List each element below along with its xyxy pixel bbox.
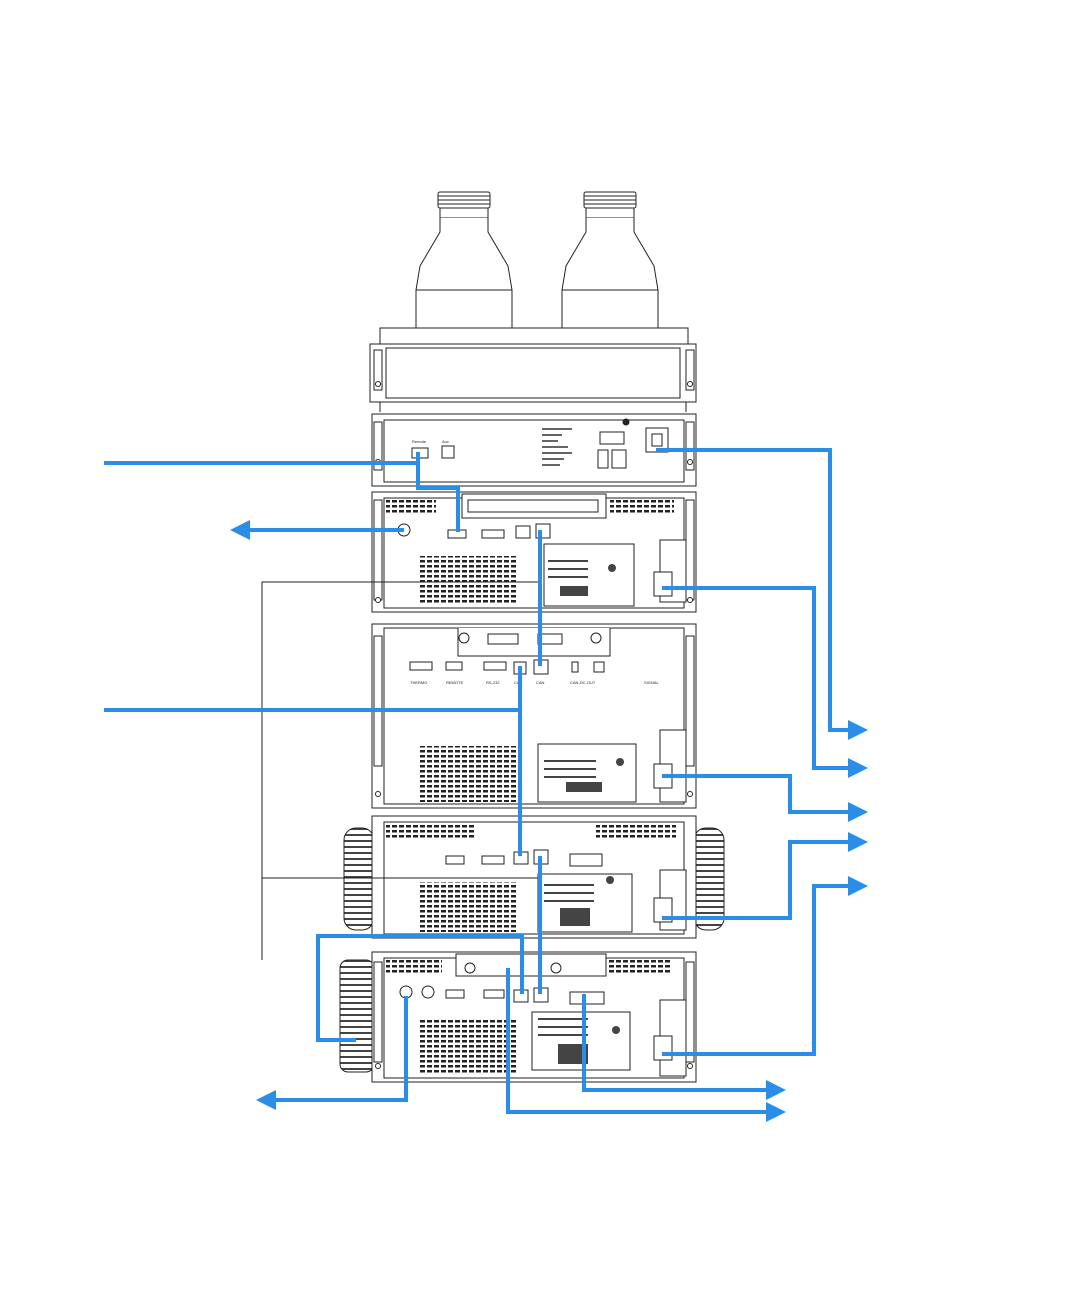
arrowhead-power-degasser	[848, 720, 868, 740]
pump-vent-top-left	[386, 500, 436, 514]
autosampler-port-label-rs232: RS-232	[486, 680, 500, 685]
degasser-port-label-aux: Aux	[442, 439, 449, 444]
arrowhead-detector-output-2	[766, 1102, 786, 1122]
pump-vent-grille	[420, 556, 518, 604]
arrowhead-detector-analog-output	[256, 1090, 276, 1110]
pump-vent-top-right	[610, 500, 674, 514]
column-compartment-heat-exchanger-right	[694, 828, 724, 930]
column-compartment-heat-exchanger-left	[344, 828, 374, 930]
degasser-module	[372, 414, 696, 486]
arrowhead-pump-output	[230, 520, 250, 540]
arrowhead-detector-output-1	[766, 1080, 786, 1100]
detector-vent-top-right	[608, 960, 672, 974]
autosampler-port-label-can-2: CAN	[536, 680, 545, 685]
column-compartment-vent-top-right	[596, 824, 676, 838]
degasser-port-label-remote: Remote	[412, 439, 427, 444]
autosampler-port-label-remote: REMOTE	[446, 680, 463, 685]
solvent-bottle-right-icon	[562, 192, 658, 330]
autosampler-port-label-signal: SIGNAL	[644, 680, 659, 685]
autosampler-vent-grille	[420, 746, 518, 802]
detector-vent-top-left	[386, 960, 442, 974]
solvent-cabinet	[370, 328, 696, 412]
arrowhead-power-column	[848, 832, 868, 852]
solvent-bottle-left-icon	[416, 192, 512, 330]
column-compartment-vent-grille	[420, 882, 518, 932]
arrowhead-power-pump	[848, 758, 868, 778]
autosampler-port-label-thermo: THERMO	[410, 680, 427, 685]
autosampler-port-label-can-dc-out: CAN-DC-OUT	[570, 680, 596, 685]
detector-side-bracket	[340, 960, 374, 1072]
arrowhead-power-autosampler	[848, 802, 868, 822]
column-compartment-vent-top-left	[386, 824, 476, 838]
detector-vent-grille	[420, 1018, 516, 1074]
arrowhead-power-detector	[848, 876, 868, 896]
